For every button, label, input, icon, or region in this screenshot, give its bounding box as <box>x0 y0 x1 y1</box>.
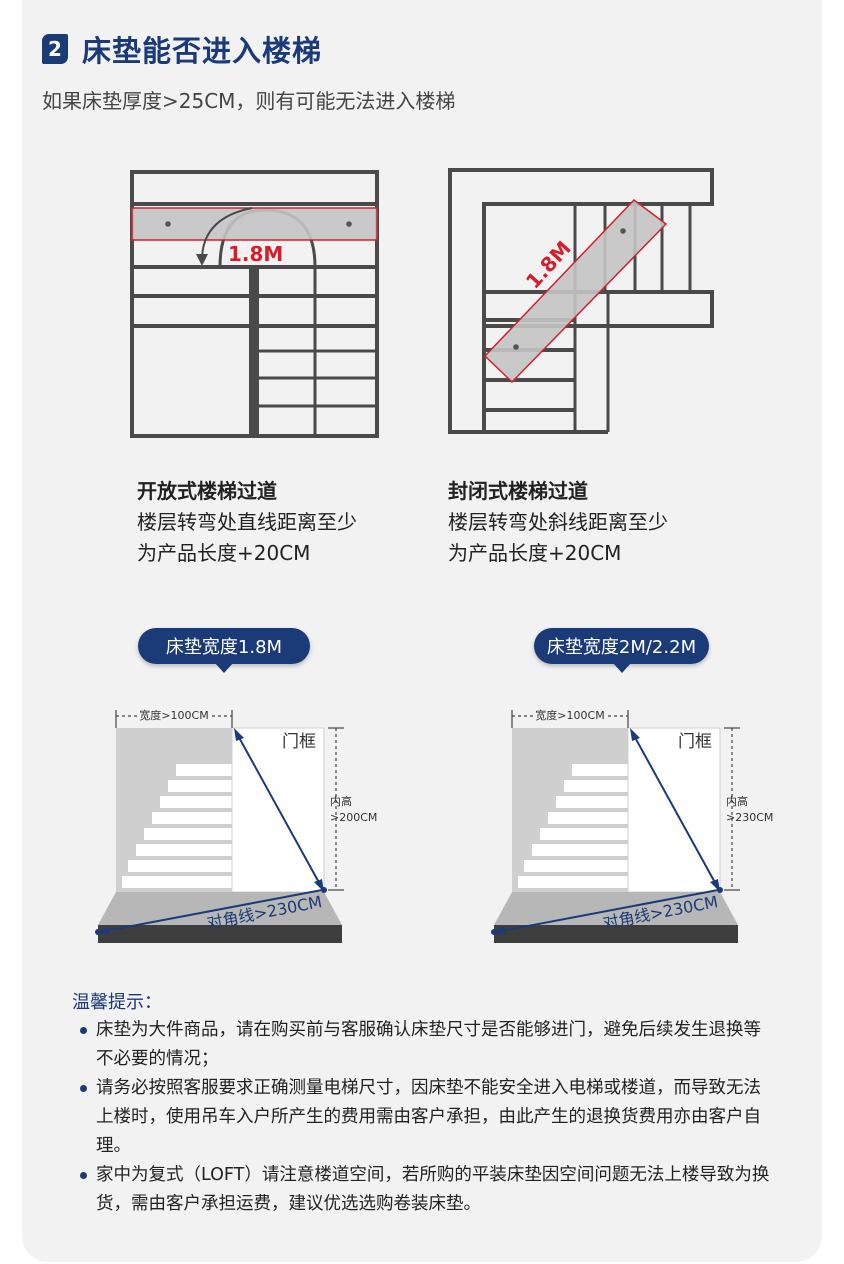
door-2-height-label-line2: >230CM <box>726 811 773 824</box>
open-stair-diagram: 1.8M <box>130 170 379 438</box>
tips-list: 床垫为大件商品，请在购买前与客服确认床垫尺寸是否能够进门，避免后续发生退换等不必… <box>72 1016 772 1219</box>
open-stair-caption-line1: 楼层转弯处直线距离至少 <box>137 510 357 534</box>
tips-title: 温馨提示： <box>72 992 162 1013</box>
closed-stair-caption-title: 封闭式楼梯过道 <box>448 479 588 503</box>
closed-stair-diagram: 1.8M <box>448 168 714 434</box>
section-number-badge: 2 <box>42 34 68 64</box>
door-2-frame-label: 门框 <box>678 732 712 752</box>
tips-item: 床垫为大件商品，请在购买前与客服确认床垫尺寸是否能够进门，避免后续发生退换等不必… <box>72 1016 772 1074</box>
open-stair-measure-label: 1.8M <box>228 242 283 266</box>
section-subtitle: 如果床垫厚度>25CM，则有可能无法进入楼梯 <box>42 89 456 113</box>
closed-stair-caption: 封闭式楼梯过道 楼层转弯处斜线距离至少 为产品长度+20CM <box>448 476 668 569</box>
door-diagram-2: 宽度>100CM 门框 内高 >230CM 对角线>230CM <box>491 705 773 943</box>
section-title: 床垫能否进入楼梯 <box>82 34 323 68</box>
open-stair-caption: 开放式楼梯过道 楼层转弯处直线距离至少 为产品长度+20CM <box>137 476 357 569</box>
tips-item: 请务必按照客服要求正确测量电梯尺寸，因床垫不能安全进入电梯或楼道，而导致无法上楼… <box>72 1074 772 1161</box>
door-diagram-1: 宽度>100CM 门框 内高 >200CM 对角线>230CM <box>95 705 377 943</box>
door-1-height-label-line2: >200CM <box>330 811 377 824</box>
door-2-width-label: 宽度>100CM <box>535 708 604 722</box>
mattress-width-pill-2: 床垫宽度2M/2.2M <box>534 628 709 673</box>
door-2-height-label-line1: 内高 <box>726 794 748 808</box>
mattress-width-pill-1: 床垫宽度1.8M <box>138 628 310 673</box>
open-stair-caption-line2: 为产品长度+20CM <box>137 541 311 565</box>
closed-stair-caption-line2: 为产品长度+20CM <box>448 541 622 565</box>
door-1-height-label-line1: 内高 <box>330 794 352 808</box>
open-stair-caption-title: 开放式楼梯过道 <box>137 479 277 503</box>
door-1-width-label: 宽度>100CM <box>139 708 208 722</box>
closed-stair-caption-line1: 楼层转弯处斜线距离至少 <box>448 510 668 534</box>
tips-item: 家中为复式（LOFT）请注意楼道空间，若所购的平装床垫因空间问题无法上楼导致为换… <box>72 1161 772 1219</box>
door-1-frame-label: 门框 <box>282 732 316 752</box>
